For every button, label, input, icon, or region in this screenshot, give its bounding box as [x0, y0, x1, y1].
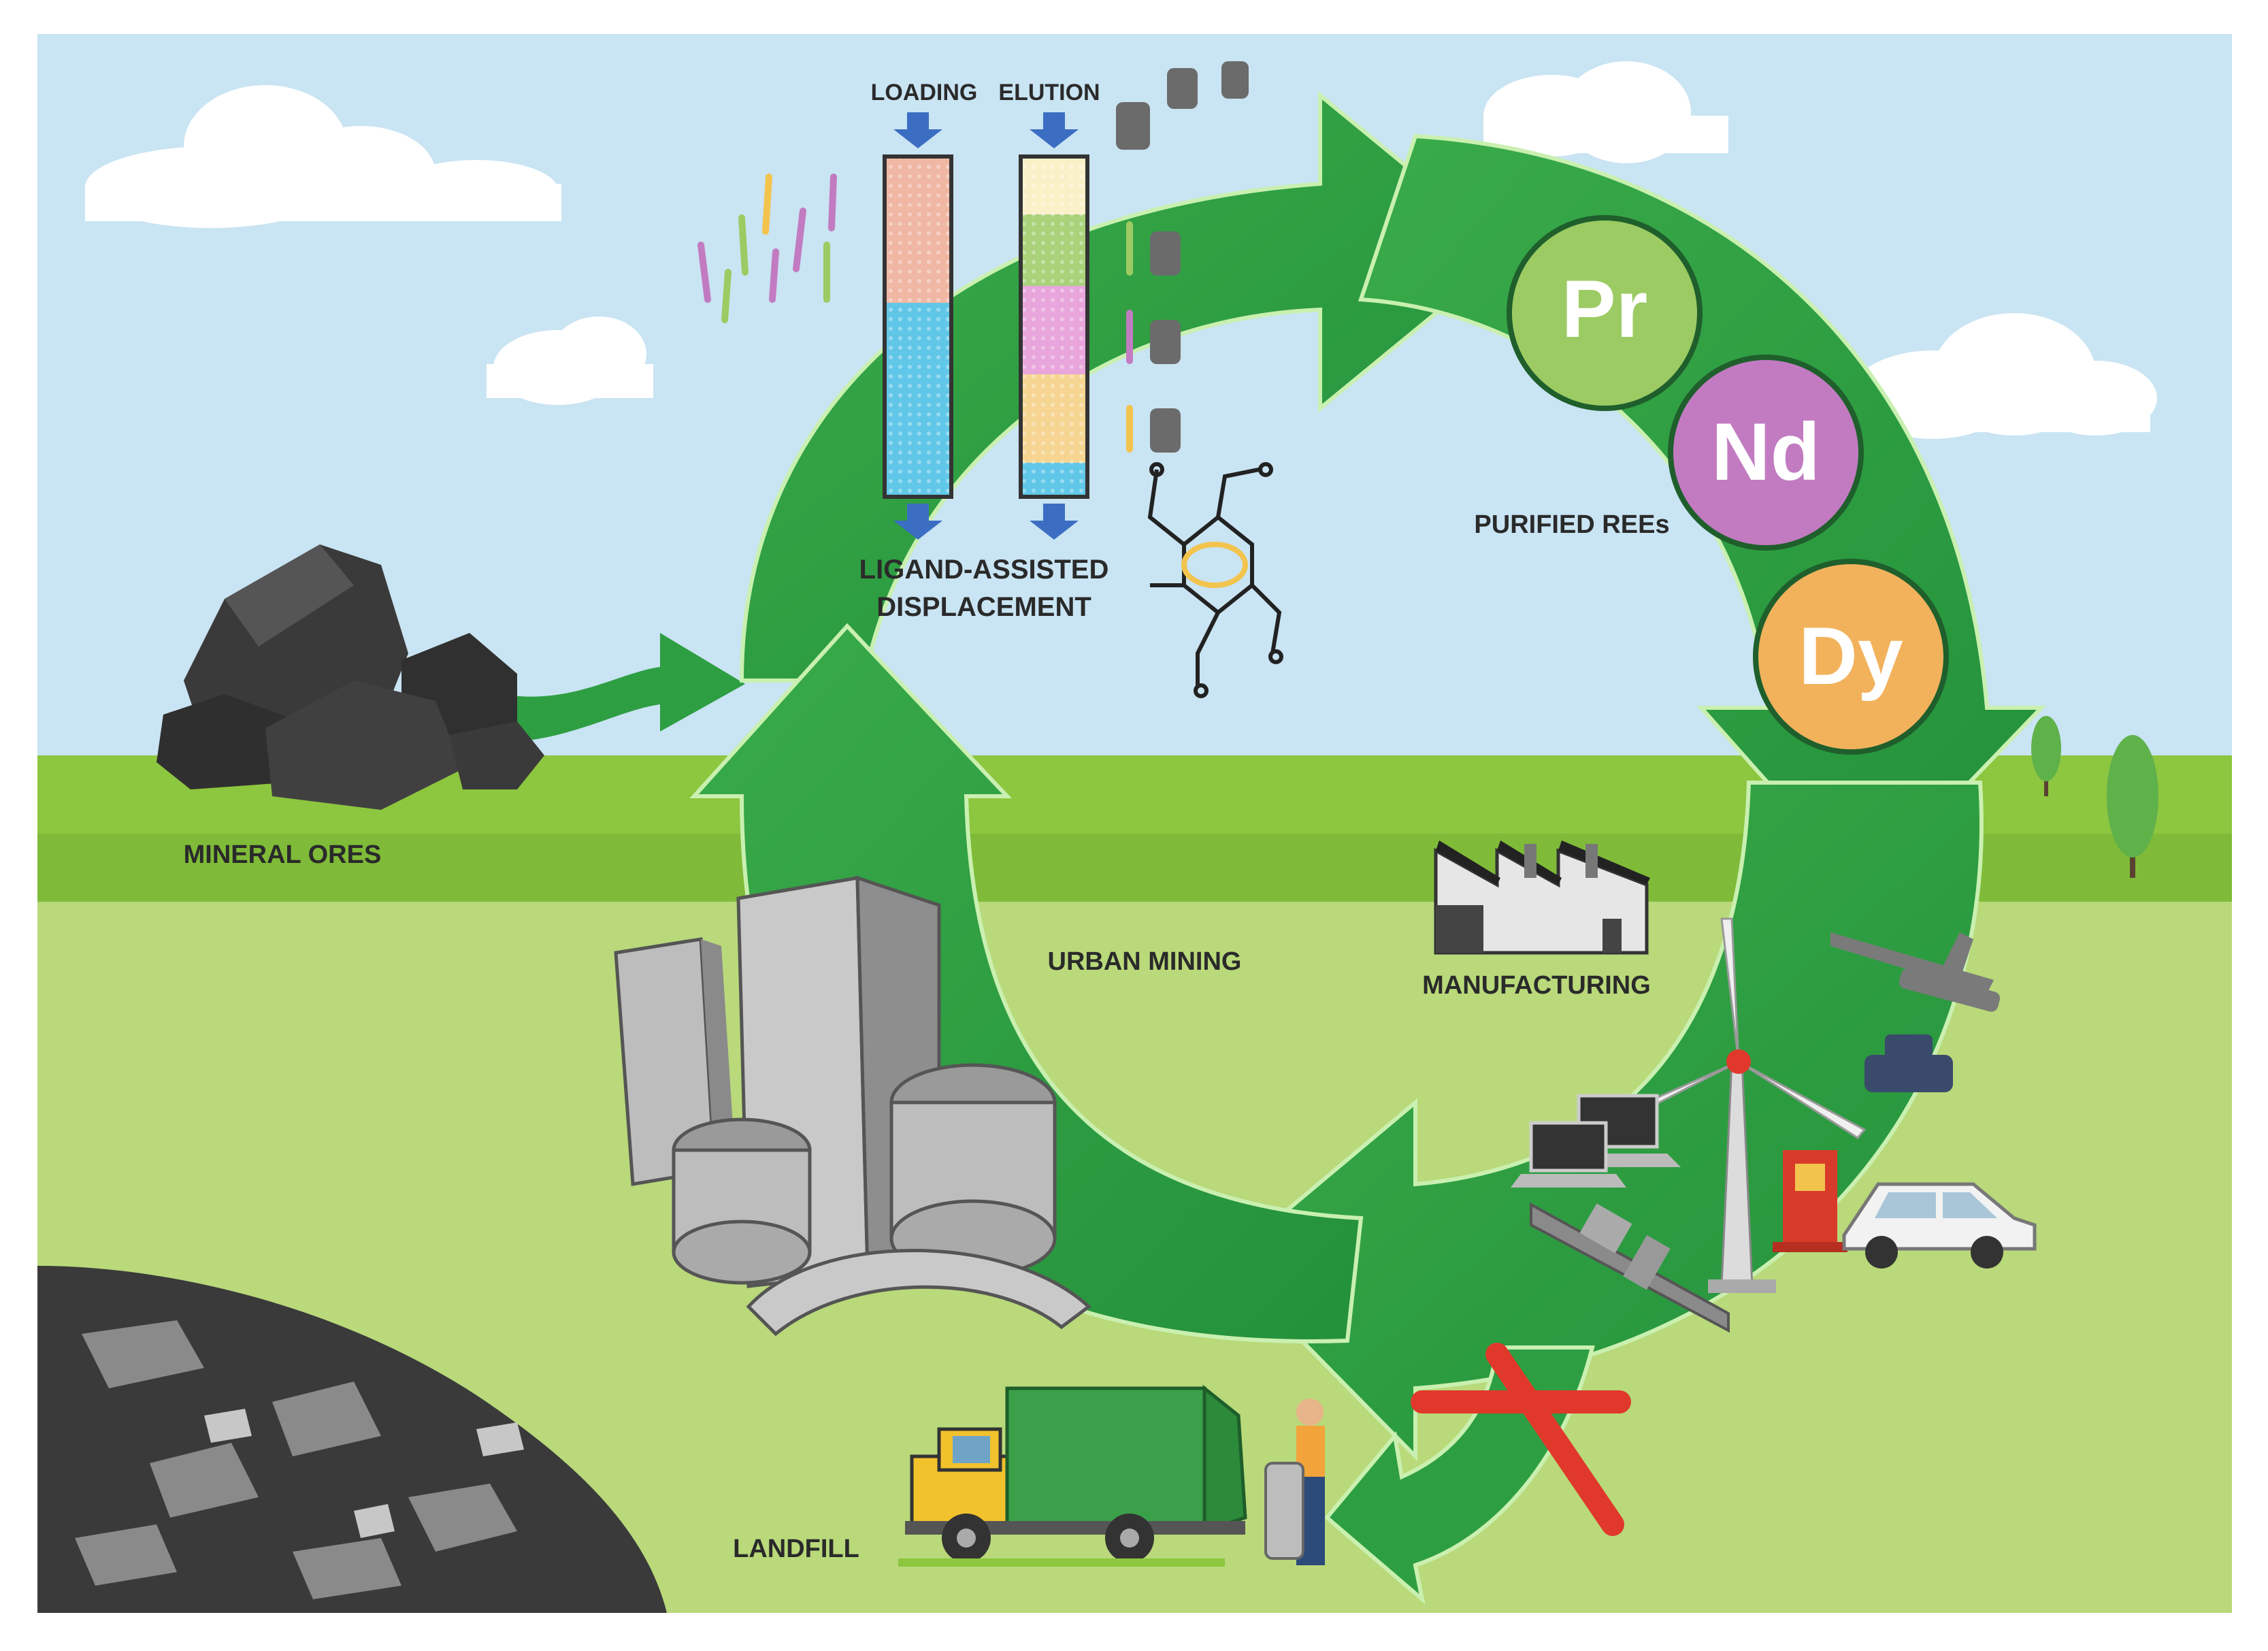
city-ruins-icon	[614, 875, 1091, 1337]
ligand-figures-icon	[1116, 61, 1249, 453]
tank-icon	[1864, 1034, 1953, 1092]
tree-icon	[2107, 735, 2158, 878]
ion-figures-icon	[697, 174, 1133, 453]
ship-icon	[1530, 1202, 1730, 1333]
drone-icon	[1830, 932, 2001, 1012]
element-dy: Dy	[1753, 559, 1949, 755]
urban-mining-label: URBAN MINING	[1048, 947, 1242, 976]
landfill-label: LANDFILL	[733, 1535, 859, 1563]
worker-icon	[1264, 1399, 1325, 1565]
column-icon	[1019, 154, 1089, 499]
element-symbol-nd: Nd	[1711, 406, 1820, 497]
cloud-icon	[85, 85, 561, 228]
laptop-icon	[1511, 1094, 1681, 1188]
element-symbol-dy: Dy	[1798, 610, 1903, 702]
column-arrows	[893, 112, 1079, 540]
ligand-label-line1: LIGAND-ASSISTED	[859, 555, 1109, 585]
cloud-icon	[487, 316, 653, 405]
column-icon	[883, 154, 953, 499]
factory-icon	[1434, 840, 1650, 955]
element-symbol-pr: Pr	[1562, 263, 1648, 355]
ligand-molecule-icon	[1147, 462, 1283, 698]
fuel-pump-icon	[1773, 1150, 1847, 1252]
elution-label: ELUTION	[998, 80, 1100, 105]
tree-icon	[2031, 716, 2061, 796]
landfill-pile-icon	[37, 1266, 667, 1613]
rock-icon	[157, 544, 544, 810]
blocked-cross-icon	[1411, 1343, 1631, 1536]
manufacturing-label: MANUFACTURING	[1422, 971, 1651, 1000]
cloud-icon	[1483, 61, 1728, 163]
purified-rees-label: PURIFIED REEs	[1474, 510, 1669, 539]
loading-label: LOADING	[871, 80, 978, 105]
ligand-label-line2: DISPLACEMENT	[876, 592, 1091, 622]
ore-feed-arrow	[476, 633, 745, 743]
element-pr: Pr	[1507, 215, 1703, 411]
mineral-ores-label: MINERAL ORES	[184, 840, 382, 869]
garbage-truck-icon	[898, 1384, 1247, 1567]
element-nd: Nd	[1668, 355, 1864, 551]
cloud-icon	[1851, 313, 2157, 439]
car-icon	[1842, 1182, 2037, 1269]
